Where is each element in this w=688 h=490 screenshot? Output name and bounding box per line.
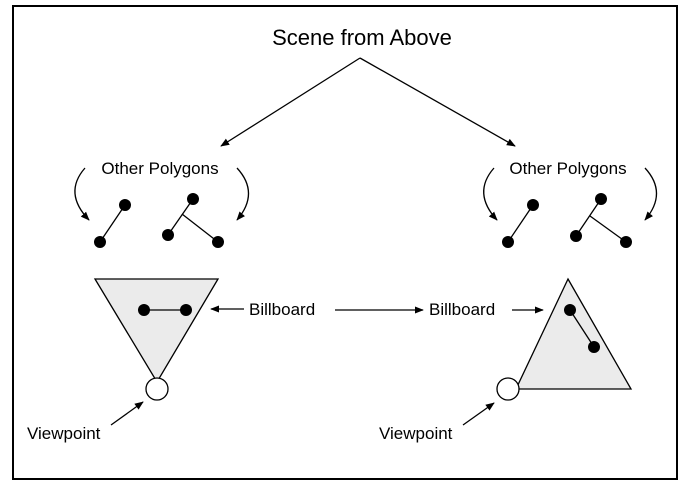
billboard-vertex (588, 341, 600, 353)
polygon-vertex (527, 199, 539, 211)
left-viewpoint-arrow (110, 401, 144, 426)
left-viewpoint-circle (145, 377, 169, 401)
left-billboard (138, 304, 192, 316)
left-other-polygon-b (162, 193, 224, 248)
title-arrow-right (359, 57, 516, 147)
billboard-vertex (138, 304, 150, 316)
right-other-polygon-a (502, 199, 539, 248)
title-arrow-left (220, 57, 361, 147)
polygon-vertex (502, 236, 514, 248)
diagram-frame (12, 5, 678, 480)
polygon-vertex (162, 229, 174, 241)
diagram-title: Scene from Above (272, 25, 452, 50)
right-billboard (564, 304, 600, 353)
right-other-polygons-label: Other Polygons (509, 159, 626, 178)
polygon-vertex (595, 193, 607, 205)
right-scene: Other Polygons Viewpoint (379, 159, 658, 443)
polygon-vertex (119, 199, 131, 211)
left-scene: Other Polygons Viewpoint (27, 159, 250, 443)
right-billboard-label: Billboard (429, 300, 495, 319)
billboard-vertex (180, 304, 192, 316)
right-other-polygon-b (570, 193, 632, 248)
right-curve-arrow-right (644, 167, 658, 221)
right-viewpoint-label: Viewpoint (379, 424, 453, 443)
left-billboard-label: Billboard (249, 300, 315, 319)
left-curve-arrow-right (236, 167, 250, 221)
right-viewpoint-circle (496, 377, 520, 401)
left-curve-arrow-left (74, 167, 90, 221)
billboard-vertex (564, 304, 576, 316)
polygon-vertex (570, 230, 582, 242)
polygon-vertex (620, 236, 632, 248)
right-viewpoint-arrow (462, 402, 495, 426)
left-other-polygon-a (94, 199, 131, 248)
polygon-vertex (212, 236, 224, 248)
right-curve-arrow-left (483, 167, 498, 221)
left-viewpoint-label: Viewpoint (27, 424, 101, 443)
polygon-vertex (187, 193, 199, 205)
left-other-polygons-label: Other Polygons (101, 159, 218, 178)
polygon-vertex (94, 236, 106, 248)
right-view-frustum (514, 277, 633, 390)
left-view-frustum (93, 278, 220, 384)
